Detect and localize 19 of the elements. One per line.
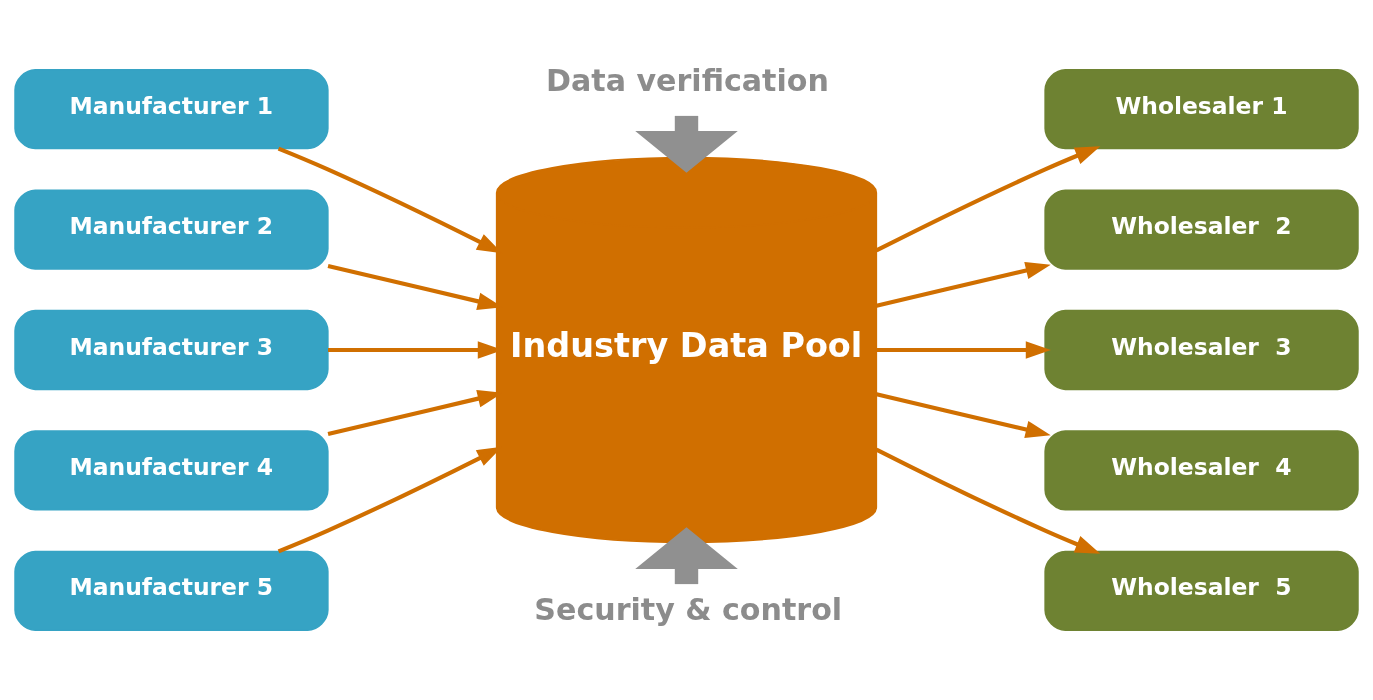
arrow bbox=[876, 341, 1051, 359]
node-text: Data verification bbox=[546, 63, 829, 99]
node-box: Wholesaler 2 bbox=[1044, 189, 1359, 270]
node-box: Manufacturer 5 bbox=[14, 550, 329, 631]
node-box: Wholesaler 4 bbox=[1044, 430, 1359, 511]
node-box: Manufacturer 2 bbox=[14, 189, 329, 270]
node-box: Wholesaler 3 bbox=[1044, 309, 1359, 391]
arrow bbox=[875, 146, 1101, 253]
node-box: Manufacturer 3 bbox=[14, 309, 329, 391]
node-box: Manufacturer 4 bbox=[14, 430, 329, 511]
arrow bbox=[876, 392, 1051, 439]
arrow bbox=[875, 447, 1101, 554]
arrow bbox=[876, 261, 1051, 308]
node-box: Wholesaler 1 bbox=[1044, 69, 1359, 150]
arrow bbox=[635, 115, 738, 173]
node-text: Security & control bbox=[534, 591, 843, 627]
node-box: Wholesaler 5 bbox=[1044, 550, 1359, 631]
arrow bbox=[635, 527, 738, 585]
node-box: Manufacturer 1 bbox=[14, 69, 329, 150]
